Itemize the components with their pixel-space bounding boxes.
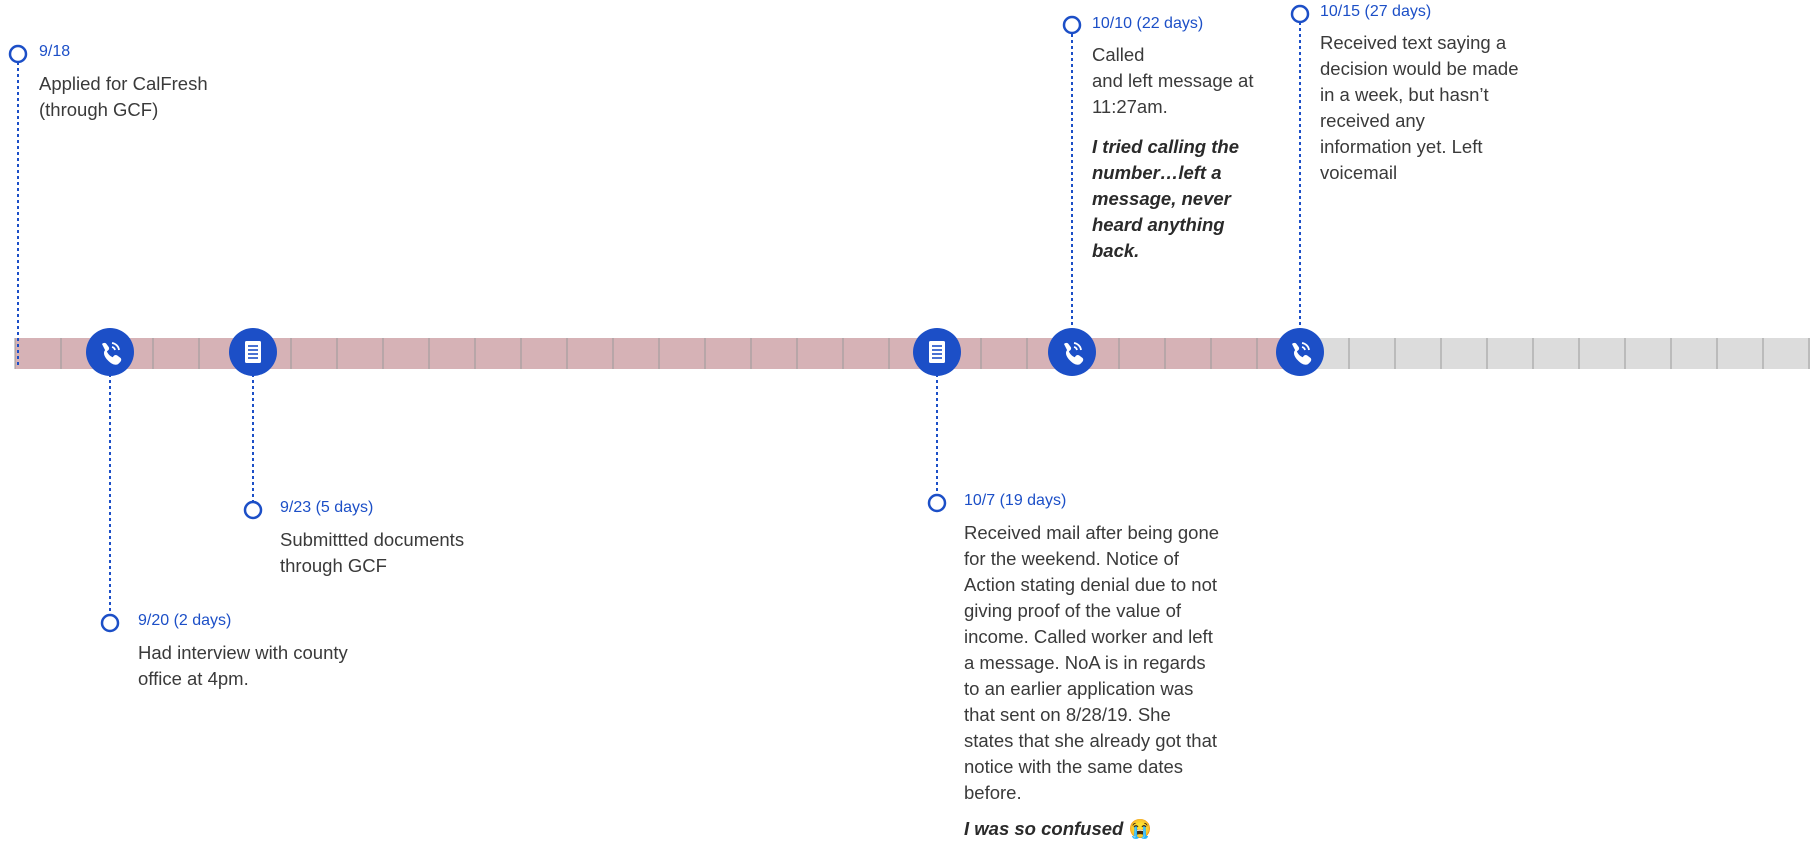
event-date: 10/15 (27 days) (1320, 3, 1432, 20)
event-10-7: 10/7 (19 days) Received mail after being… (964, 491, 1234, 842)
event-10-10: 10/10 (22 days) Called and left message … (1092, 14, 1282, 264)
marker-10-15 (1290, 4, 1310, 24)
event-description: Applied for CalFresh (through GCF) (39, 73, 208, 120)
event-description: Had interview with county office at 4pm. (138, 642, 348, 689)
phone-icon (1048, 328, 1096, 376)
phone-icon (86, 328, 134, 376)
event-9-23: 9/23 (5 days) Submittted documents throu… (280, 498, 520, 579)
event-10-15: 10/15 (27 days) Received text saying a d… (1320, 2, 1550, 186)
event-9-18: 9/18 Applied for CalFresh (through GCF) (39, 42, 239, 123)
event-description: Received text saying a decision would be… (1320, 32, 1519, 183)
crying-emoji-icon: 😭 (1128, 818, 1152, 839)
event-date: 9/20 (2 days) (138, 612, 232, 629)
event-description: Submittted documents through GCF (280, 529, 465, 576)
event-quote: I tried calling the number…left a messag… (1092, 136, 1239, 261)
event-quote: I was so confused 😭 (964, 816, 1234, 842)
quote-text: I was so confused (964, 818, 1124, 839)
marker-9-23 (243, 500, 263, 520)
event-date: 9/18 (39, 43, 71, 60)
marker-9-18 (8, 44, 28, 64)
phone-icon (1276, 328, 1324, 376)
marker-10-10 (1062, 15, 1082, 35)
marker-9-20 (100, 613, 120, 633)
remaining-bar (1302, 338, 1810, 369)
event-date: 10/7 (19 days) (964, 492, 1067, 509)
document-icon (913, 328, 961, 376)
marker-10-7 (927, 493, 947, 513)
event-date: 9/23 (5 days) (280, 499, 374, 516)
event-date: 10/10 (22 days) (1092, 15, 1204, 32)
event-9-20: 9/20 (2 days) Had interview with county … (138, 611, 398, 692)
event-description: Called and left message at 11:27am. (1092, 44, 1254, 117)
event-description: Received mail after being gone for the w… (964, 522, 1220, 803)
document-icon (229, 328, 277, 376)
